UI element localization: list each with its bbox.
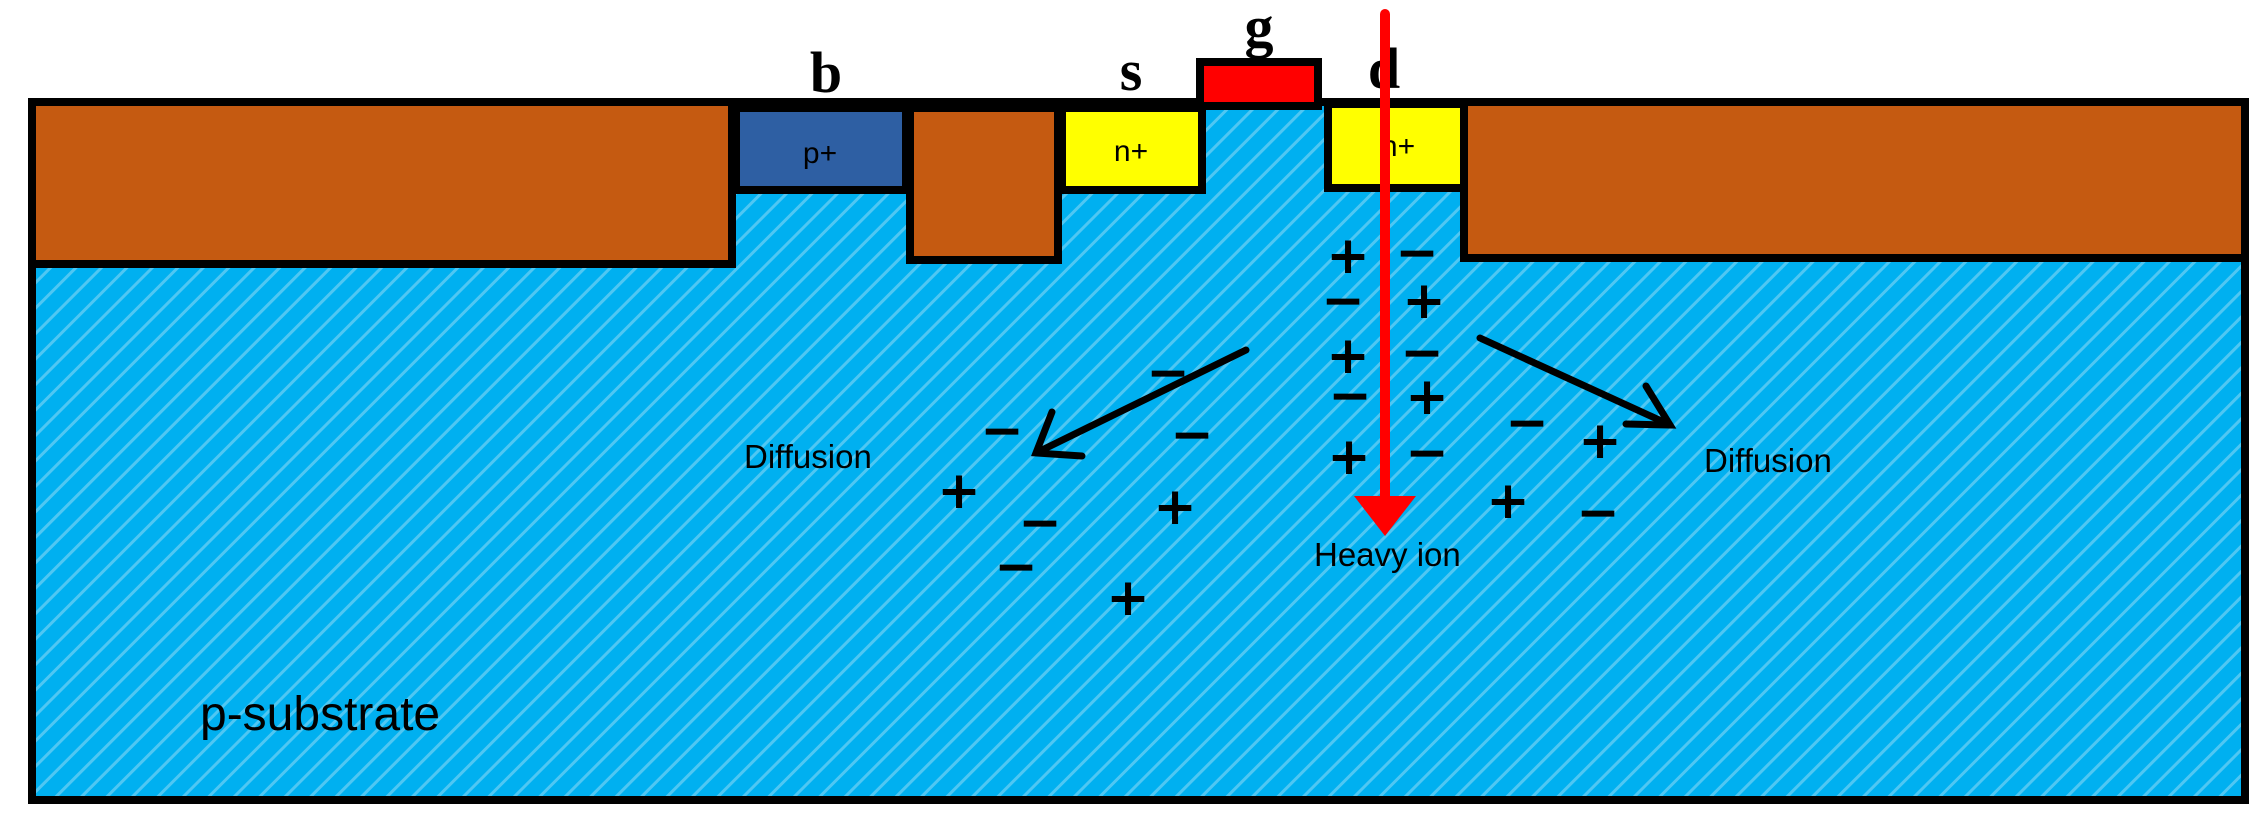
charge: +	[1578, 411, 1622, 471]
charge: −	[994, 537, 1038, 597]
charge: +	[1153, 477, 1197, 537]
charge: +	[1326, 226, 1370, 286]
charge: −	[980, 401, 1024, 461]
charge: +	[1402, 271, 1446, 331]
p-plus-label: p+	[803, 137, 837, 170]
oxide-middle	[906, 104, 1062, 264]
diffusion-label-left: Diffusion	[744, 438, 872, 475]
heavy-ion-track-arrow	[1354, 9, 1416, 536]
gate-electrode	[1196, 58, 1322, 110]
heavy-ion-label: Heavy ion	[1314, 536, 1461, 573]
charge: +	[1106, 568, 1150, 628]
source-n-plus-label: n+	[1114, 135, 1148, 168]
body-contact-p-plus	[732, 104, 910, 194]
charge: −	[1576, 483, 1620, 543]
terminal-g-label: g	[1245, 0, 1274, 59]
charge: +	[1486, 471, 1530, 531]
charge: −	[1400, 323, 1444, 383]
drain-n-plus	[1324, 100, 1468, 192]
charge: +	[1326, 326, 1370, 386]
charge: +	[1327, 427, 1371, 487]
charge: −	[1321, 271, 1365, 331]
charge: −	[1146, 343, 1190, 403]
terminal-s-label: s	[1120, 38, 1143, 103]
charge: −	[1170, 405, 1214, 465]
charge: −	[1395, 223, 1439, 283]
source-n-plus	[1058, 104, 1206, 194]
charge: −	[1328, 366, 1372, 426]
substrate-label: p-substrate	[200, 688, 440, 741]
diffusion-arrow-right	[1476, 334, 1677, 429]
charge: −	[1405, 423, 1449, 483]
diffusion-arrow-left	[1031, 346, 1250, 460]
track-charges: + − − + + − − + + −	[1321, 223, 1449, 487]
charge: −	[1505, 393, 1549, 453]
diffusion-label-right: Diffusion	[1704, 442, 1832, 479]
terminal-b-label: b	[810, 40, 842, 105]
oxide-left	[28, 98, 736, 268]
charge: +	[1405, 367, 1449, 427]
charge: −	[1018, 493, 1062, 553]
oxide-right	[1460, 98, 2249, 262]
charge: +	[937, 461, 981, 521]
left-charges: − − − + − + − +	[937, 343, 1214, 628]
right-charges: − + + −	[1486, 393, 1622, 543]
